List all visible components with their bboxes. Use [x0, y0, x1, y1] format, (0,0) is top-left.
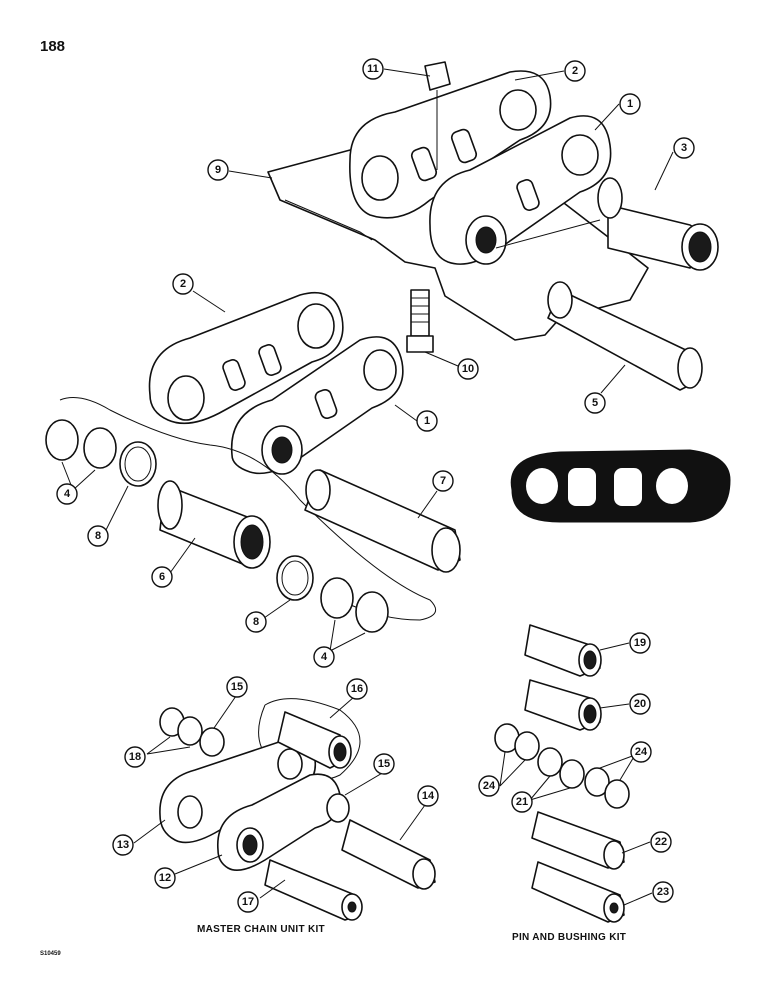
seal-ring	[514, 731, 540, 761]
callout-15: 15	[373, 753, 395, 775]
callout-11: 11	[362, 58, 384, 80]
callout-13: 13	[112, 834, 134, 856]
svg-text:12: 12	[159, 872, 171, 884]
thrust-ring	[199, 727, 225, 757]
figure-code: S10459	[40, 951, 61, 957]
callout-10: 10	[457, 358, 479, 380]
svg-text:16: 16	[351, 683, 363, 695]
top-track-assembly	[267, 61, 719, 391]
seal-ring	[177, 716, 203, 746]
seal-ring	[45, 419, 79, 461]
pin-and-bushing-kit-label: PIN AND BUSHING KIT	[512, 932, 627, 943]
svg-text:10: 10	[462, 363, 474, 375]
svg-text:21: 21	[516, 796, 528, 808]
callout-22: 22	[650, 831, 672, 853]
svg-text:7: 7	[440, 475, 446, 487]
svg-text:23: 23	[657, 886, 669, 898]
nut	[424, 61, 451, 91]
svg-text:13: 13	[117, 839, 129, 851]
seal-ring	[584, 767, 610, 797]
svg-text:19: 19	[634, 637, 646, 649]
svg-text:2: 2	[572, 65, 578, 77]
svg-text:18: 18	[129, 751, 141, 763]
svg-text:20: 20	[634, 698, 646, 710]
callout-16: 16	[346, 678, 368, 700]
svg-text:4: 4	[321, 651, 328, 663]
callout-24: 24	[630, 741, 652, 763]
track-pin	[547, 281, 703, 391]
page-number: 188	[40, 38, 66, 55]
callout-3: 3	[673, 137, 695, 159]
callout-1: 1	[619, 93, 641, 115]
svg-text:1: 1	[424, 415, 430, 427]
master-chain-unit-kit-label: MASTER CHAIN UNIT KIT	[197, 924, 325, 935]
callout-8: 8	[245, 611, 267, 633]
svg-text:24: 24	[483, 780, 496, 792]
callout-4: 4	[56, 483, 78, 505]
callout-4: 4	[313, 646, 335, 668]
seal-ring	[355, 591, 389, 633]
callout-21: 21	[511, 791, 533, 813]
callout-5: 5	[584, 392, 606, 414]
seal-ring	[604, 779, 630, 809]
svg-text:15: 15	[378, 758, 390, 770]
svg-text:1: 1	[627, 98, 633, 110]
thrust-ring	[119, 441, 157, 487]
svg-text:4: 4	[64, 488, 71, 500]
callout-2: 2	[172, 273, 194, 295]
callout-14: 14	[417, 785, 439, 807]
svg-text:11: 11	[367, 63, 379, 75]
callout-9: 9	[207, 159, 229, 181]
bolt	[410, 289, 430, 337]
middle-track-assembly	[45, 291, 461, 633]
pin-and-bushing-kit	[494, 624, 630, 923]
svg-text:24: 24	[635, 746, 648, 758]
callout-24: 24	[478, 775, 500, 797]
bushing	[597, 177, 719, 271]
svg-text:6: 6	[159, 571, 165, 583]
callout-20: 20	[629, 693, 651, 715]
svg-text:9: 9	[215, 164, 221, 176]
svg-text:2: 2	[180, 278, 186, 290]
svg-text:17: 17	[242, 896, 254, 908]
thrust-ring	[537, 747, 563, 777]
thrust-ring	[559, 759, 585, 789]
leader-lines	[61, 68, 674, 906]
callout-7: 7	[432, 470, 454, 492]
svg-text:3: 3	[681, 142, 687, 154]
svg-text:5: 5	[592, 397, 598, 409]
callout-19: 19	[629, 632, 651, 654]
callout-17: 17	[237, 891, 259, 913]
callout-2: 2	[564, 60, 586, 82]
callout-12: 12	[154, 867, 176, 889]
svg-text:8: 8	[95, 530, 101, 542]
svg-text:8: 8	[253, 616, 259, 628]
callout-8: 8	[87, 525, 109, 547]
svg-text:15: 15	[231, 681, 243, 693]
callout-6: 6	[151, 566, 173, 588]
bushing	[157, 480, 271, 569]
callout-23: 23	[652, 881, 674, 903]
seal-ring	[320, 577, 354, 619]
callout-15: 15	[226, 676, 248, 698]
callout-18: 18	[124, 746, 146, 768]
thrust-ring	[326, 793, 350, 823]
link-section-view	[510, 449, 731, 523]
master-chain-unit-kit	[159, 698, 436, 921]
callout-1: 1	[416, 410, 438, 432]
svg-text:14: 14	[422, 790, 435, 802]
seal-ring	[83, 427, 117, 469]
track-pin	[304, 469, 461, 573]
svg-text:22: 22	[655, 836, 667, 848]
thrust-ring	[276, 555, 314, 601]
